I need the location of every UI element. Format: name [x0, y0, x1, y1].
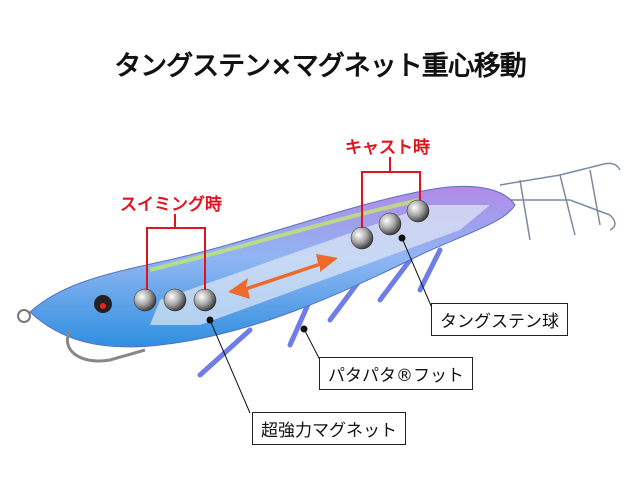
casting-label: キャスト時 [345, 138, 430, 158]
flapping-foot-callout: パタパタ®フット [319, 357, 473, 390]
movement-arrow [228, 254, 338, 299]
tungsten-balls [133, 199, 430, 312]
swimming-label: スイミング時 [120, 195, 222, 215]
tungsten-ball-callout: タングステン球 [431, 303, 568, 336]
state-brackets [146, 157, 421, 290]
flapping-feet [197, 247, 443, 378]
callout-lines [206, 234, 433, 414]
squid-hooks [499, 162, 621, 241]
diagram-title: タングステン×マグネット重心移動 [114, 51, 527, 82]
magnet-callout: 超強力マグネット [252, 412, 406, 445]
